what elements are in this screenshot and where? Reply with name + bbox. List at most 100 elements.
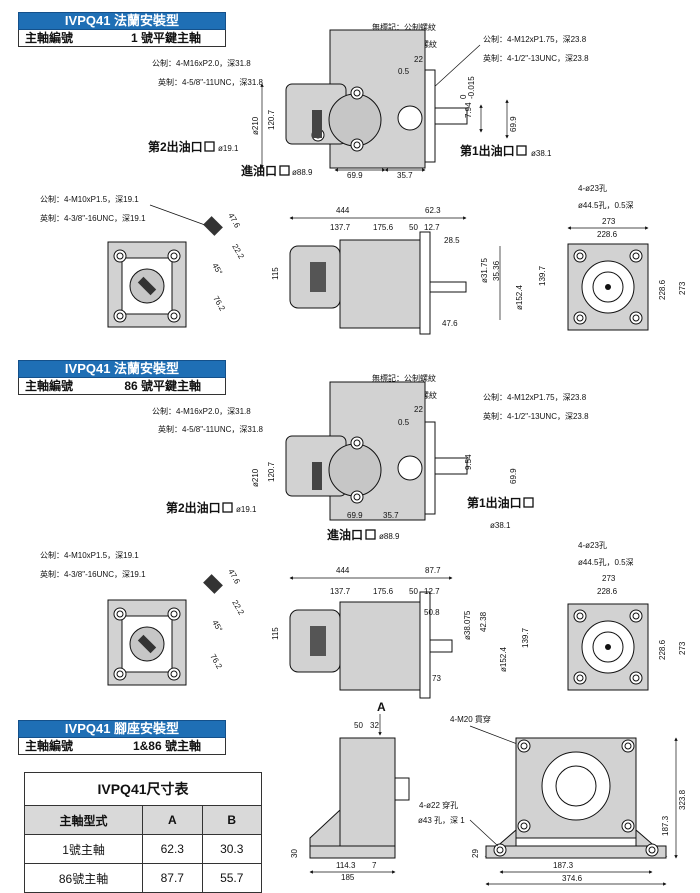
dim-62-3: 62.3 [425,206,441,215]
table-cell: 86號主軸 [23,863,144,893]
dim-0-5: 0.5 [398,67,410,76]
square-flange-view [567,243,649,331]
shaft-value: 1&86 號主軸 [132,739,201,753]
shaft-row: 主軸編號 86 號平鍵主軸 [18,378,226,395]
square-flange-view-2 [567,603,649,691]
dim-228-6: 228.6 [597,230,618,239]
note-imperial-58: 英制：4-5/8"-11UNC，深31.8 [158,77,263,87]
dim-228-6v: 228.6 [658,279,667,300]
dim-120-7: 120.7 [267,109,276,130]
dim-137-7-2nd: 137.7 [330,587,351,596]
dim-9-54: 9.54 [464,454,473,470]
dim-69-9b-2nd: 69.9 [347,511,363,520]
dim-273v: 273 [678,281,687,295]
dim-69-9: 69.9 [509,116,518,132]
dim-42-38: 42.38 [479,611,488,632]
note-metric-m10: 公制：4-M10xP1.5，深19.1 [40,194,139,204]
foot-dim-374-6: 374.6 [562,874,583,883]
dim-175-6-2nd: 175.6 [373,587,394,596]
dim-444-2nd: 444 [336,566,350,575]
section-header-3: IVPQ41 腳座安裝型 主軸編號 1&86 號主軸 [18,720,226,755]
table-cell: 62.3 [142,834,203,864]
dim-35-7-2nd: 35.7 [383,511,399,520]
table-cell: 55.7 [201,863,263,893]
foot-dim-187-3: 187.3 [553,861,574,870]
table-cell: 30.3 [201,834,263,864]
dim-87-7: 87.7 [425,566,441,575]
dim-210: ø210 [251,116,260,135]
dim-273v-2nd: 273 [678,641,687,655]
table-title: IVPQ41尺寸表 [24,772,262,806]
shaft-value: 1 號平鍵主軸 [130,31,201,45]
outlet2-label-2: 第2出油口 [166,500,221,515]
inlet-label: 進油口 [241,163,277,178]
outlet1-label-2: 第1出油口 [467,495,522,510]
dim-22-2nd: 22 [414,405,423,414]
dim-50-2nd: 50 [409,587,418,596]
outlet1-label: 第1出油口 [460,143,515,158]
dim-7-94: 7.94 [464,102,473,118]
dim-28-5: 28.5 [444,236,460,245]
dim-139-7-2nd: 139.7 [521,627,530,648]
table-header: B [201,805,263,835]
dim-35-7: 35.7 [397,171,413,180]
dim-76-2: 76.2 [211,295,227,313]
section-header-2: IVPQ41 法蘭安裝型 主軸編號 86 號平鍵主軸 [18,360,226,395]
note-imperial-38: 英制：4-3/8"-16UNC，深19.1 [40,213,146,223]
foot-dim-30: 30 [290,849,299,858]
dim-31-75: ø31.75 [480,258,489,283]
note-imperial-12-2: 英制：4-1/2"-13UNC，深23.8 [483,411,589,421]
note-no-mark-2: 無標記：公制螺紋 [372,373,436,383]
dim-22-2-2nd: 22.2 [230,599,246,617]
section-title: IVPQ41 法蘭安裝型 [18,360,226,378]
table-row: 86號主軸 87.7 55.7 [23,863,263,893]
foot-front-view [484,737,668,859]
foot-m20: 4-M20 貫穿 [450,714,491,724]
foot-43-spot: ø43 孔，深 1 [418,816,465,825]
dim-50: 50 [409,223,418,232]
dim-12-7: 12.7 [424,223,440,232]
pump-front-view-2 [285,381,468,521]
dim-115: 115 [271,267,280,280]
shaft-label: 主軸編號 [25,739,74,753]
foot-dim-185: 185 [341,873,355,882]
dim-47-6: 47.6 [226,212,242,230]
foot-dim-29: 29 [471,849,480,858]
section-title: IVPQ41 法蘭安裝型 [18,12,226,30]
note-holes-2: 4-ø23孔 [578,541,607,550]
foot-dim-7: 7 [372,861,377,870]
shaft-value: 86 號平鍵主軸 [124,379,201,393]
dim-45: 45° [210,262,224,277]
dim-47-6-2nd: 47.6 [226,568,242,586]
dim-152-4-2nd: ø152.4 [499,647,508,672]
dim-35-36: 35.36 [492,260,501,281]
dim-175-6: 175.6 [373,223,394,232]
section-title: IVPQ41 腳座安裝型 [18,720,226,738]
outlet2-dia-2: ø19.1 [236,505,257,514]
flange-end-view [107,216,223,328]
note-imperial-58-2: 英制：4-5/8"-11UNC，深31.8 [158,424,263,434]
label-a: A [377,700,386,714]
table-header: A [142,805,203,835]
dim-22: 22 [414,55,423,64]
shaft-row: 主軸編號 1&86 號主軸 [18,738,226,755]
note-spot: ø44.5孔，0.5深 [578,201,634,210]
dim-444: 444 [336,206,350,215]
note-holes: 4-ø23孔 [578,184,607,193]
dim-73: 73 [432,674,441,683]
note-metric-m12-2: 公制：4-M12xP1.75，深23.8 [483,392,587,402]
dim-50-8: 50.8 [424,608,440,617]
dim-228-6v-2nd: 228.6 [658,639,667,660]
outlet1-dia: ø38.1 [531,149,552,158]
dim-210-2nd: ø210 [251,468,260,487]
note-spot-2: ø44.5孔，0.5深 [578,558,634,567]
dim-38-075: ø38.075 [463,610,472,640]
section-header-1: IVPQ41 法蘭安裝型 主軸編號 1 號平鍵主軸 [18,12,226,47]
inlet-dia: ø88.9 [292,168,313,177]
dim-45-2nd: 45° [210,619,224,634]
table-cell: 87.7 [142,863,203,893]
shaft-label: 主軸編號 [25,379,74,393]
table-row: 1號主軸 62.3 30.3 [23,834,263,864]
pump-side-view [289,231,467,335]
pump-front-view [285,29,468,169]
